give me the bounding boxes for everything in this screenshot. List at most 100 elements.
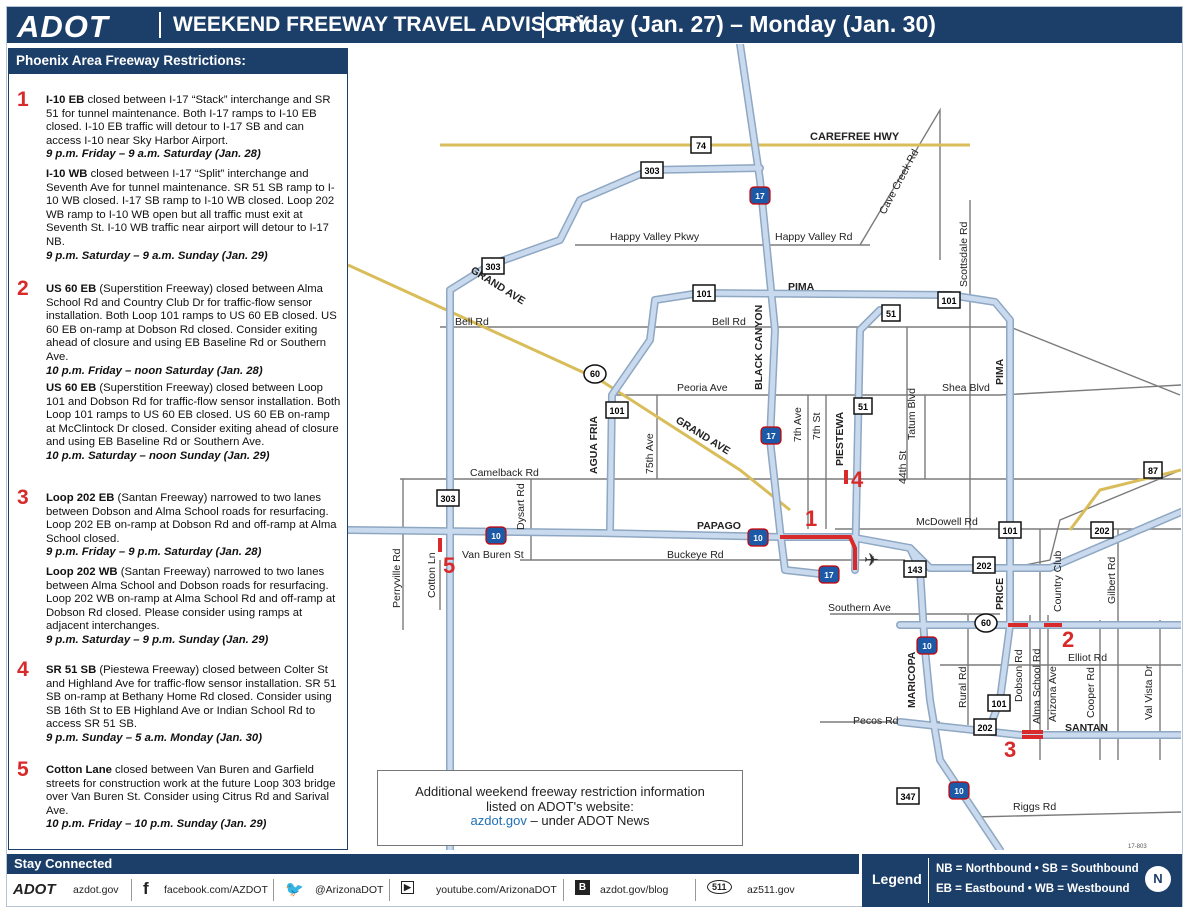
svg-text:10: 10: [753, 533, 763, 543]
route-shield: 143: [903, 560, 927, 578]
road-label: Southern Ave: [828, 602, 891, 614]
road-label: PIMA: [994, 358, 1006, 385]
legend-line: EB = Eastbound • WB = Westbound: [936, 883, 1130, 895]
restriction-number: 2: [17, 277, 29, 300]
road-label: GRAND AVE: [673, 414, 732, 457]
legend-line: NB = Northbound • SB = Southbound: [936, 863, 1139, 875]
route-shield: 51: [881, 304, 901, 322]
divider: [563, 879, 564, 901]
road-label: Scottsdale Rd: [958, 221, 970, 287]
divider: [389, 879, 390, 901]
us-route-shield: 60: [974, 613, 998, 633]
closure-marker-4: 4: [851, 467, 864, 492]
road-label: SANTAN: [1065, 722, 1108, 734]
svg-text:60: 60: [590, 369, 600, 379]
freeways: [348, 44, 1181, 850]
closure-marker-1: 1: [805, 506, 817, 531]
arterial-roads: [400, 107, 1181, 818]
restriction-entry: Loop 202 EB (Santan Freeway) narrowed to…: [46, 492, 342, 560]
closure-marker-5: 5: [443, 553, 455, 578]
i-10-papago-freeway: [348, 509, 1181, 571]
road-label: Val Vista Dr: [1143, 665, 1155, 720]
legend-divider: [928, 858, 929, 903]
divider: [131, 879, 132, 901]
social-links: ADOT azdot.gov f facebook.com/AZDOT 🐦 @A…: [7, 874, 859, 907]
restrictions-heading: Phoenix Area Freeway Restrictions:: [8, 48, 348, 74]
azdot-link[interactable]: azdot.gov: [73, 884, 119, 896]
svg-text:51: 51: [886, 309, 896, 319]
youtube-link[interactable]: youtube.com/ArizonaDOT: [436, 884, 557, 896]
blog-link[interactable]: azdot.gov/blog: [600, 884, 669, 896]
az511-link[interactable]: az511.gov: [747, 884, 795, 896]
svg-text:202: 202: [977, 723, 992, 733]
road-label: McDowell Rd: [916, 516, 978, 528]
svg-text:303: 303: [644, 166, 659, 176]
svg-text:101: 101: [609, 406, 624, 416]
divider: [273, 879, 274, 901]
stay-connected-title: Stay Connected: [7, 854, 859, 874]
blog-icon: B: [575, 880, 590, 895]
restriction-entry: I-10 WB closed between I-17 “Split” inte…: [46, 168, 342, 263]
road-label: Dysart Rd: [515, 483, 527, 530]
road-label: Dobson Rd: [1013, 649, 1025, 702]
route-name: Loop 202 WB: [46, 566, 118, 578]
closure-segment-1: [780, 535, 857, 570]
route-shields: 74 303 303 303 101 101 101 101 101 51 51…: [436, 136, 1163, 805]
closure-marker-2: 2: [1062, 627, 1074, 652]
restriction-time: 9 p.m. Sunday – 5 a.m. Monday (Jan. 30): [46, 731, 262, 744]
road-label: PIMA: [788, 281, 815, 293]
interstate-shields: 17 17 17 10 10 10 10: [485, 186, 970, 800]
interstate-shield: 10: [747, 528, 769, 547]
restriction-text: (Santan Freeway) narrowed to two lanes b…: [46, 492, 337, 545]
az511-icon: 511: [707, 880, 732, 894]
road-label: Peoria Ave: [677, 382, 728, 394]
route-shield: 202: [973, 718, 997, 736]
road-label: Happy Valley Pkwy: [610, 231, 700, 243]
route-shield: 101: [998, 521, 1022, 539]
header-divider: [159, 12, 161, 38]
road-label: 7th Ave: [792, 407, 804, 442]
azdot-link[interactable]: azdot.gov: [470, 813, 527, 828]
svg-text:87: 87: [1148, 466, 1158, 476]
restrictions-panel: 1 I-10 EB closed between I-17 “Stack” in…: [8, 74, 348, 850]
loop-101-price-freeway: [987, 527, 1013, 730]
svg-text:60: 60: [981, 618, 991, 628]
interstate-shield: 10: [916, 636, 938, 655]
route-name: I-10 WB: [46, 168, 88, 180]
svg-text:10: 10: [491, 531, 501, 541]
road-label: Alma School Rd: [1031, 649, 1043, 724]
adot-footer-logo: ADOT: [13, 881, 56, 898]
route-shield: 101: [937, 291, 961, 309]
peoria-shea-road: [612, 384, 1181, 396]
route-name: I-10 EB: [46, 94, 85, 106]
road-label: 75th Ave: [644, 433, 656, 474]
road-label: MARICOPA: [906, 651, 918, 708]
svg-text:101: 101: [1002, 526, 1017, 536]
route-shield: 202: [972, 556, 996, 574]
sr-51-piestewa-freeway: [852, 307, 883, 573]
road-label: Cave Creek Rd: [877, 147, 921, 216]
twitter-link[interactable]: @ArizonaDOT: [315, 884, 384, 896]
restriction-number: 1: [17, 88, 29, 111]
airport-icon: ✈: [864, 550, 879, 570]
route-shield: 101: [692, 284, 716, 302]
facebook-link[interactable]: facebook.com/AZDOT: [164, 884, 268, 896]
advisory-title: WEEKEND FREEWAY TRAVEL ADVISORY: [173, 13, 590, 36]
road-label: Van Buren St: [462, 549, 524, 561]
header-divider: [542, 12, 544, 38]
route-name: US 60 EB: [46, 382, 97, 394]
road-label: PAPAGO: [697, 520, 741, 532]
svg-text:303: 303: [440, 494, 455, 504]
svg-text:51: 51: [858, 402, 868, 412]
restriction-time: 10 p.m. Friday – 10 p.m. Sunday (Jan. 29…: [46, 818, 267, 831]
road-label: BLACK CANYON: [753, 305, 765, 390]
svg-text:17: 17: [824, 570, 834, 580]
road-label: Bell Rd: [455, 316, 489, 328]
road-label: CAREFREE HWY: [810, 131, 900, 143]
interstate-shield: 10: [948, 781, 970, 800]
grand-avenue: [348, 263, 791, 512]
restriction-text: closed between Van Buren and Garfield st…: [46, 764, 336, 817]
route-name: Cotton Lane: [46, 764, 112, 776]
restriction-entry: I-10 EB closed between I-17 “Stack” inte…: [46, 94, 342, 162]
svg-text:74: 74: [696, 141, 706, 151]
